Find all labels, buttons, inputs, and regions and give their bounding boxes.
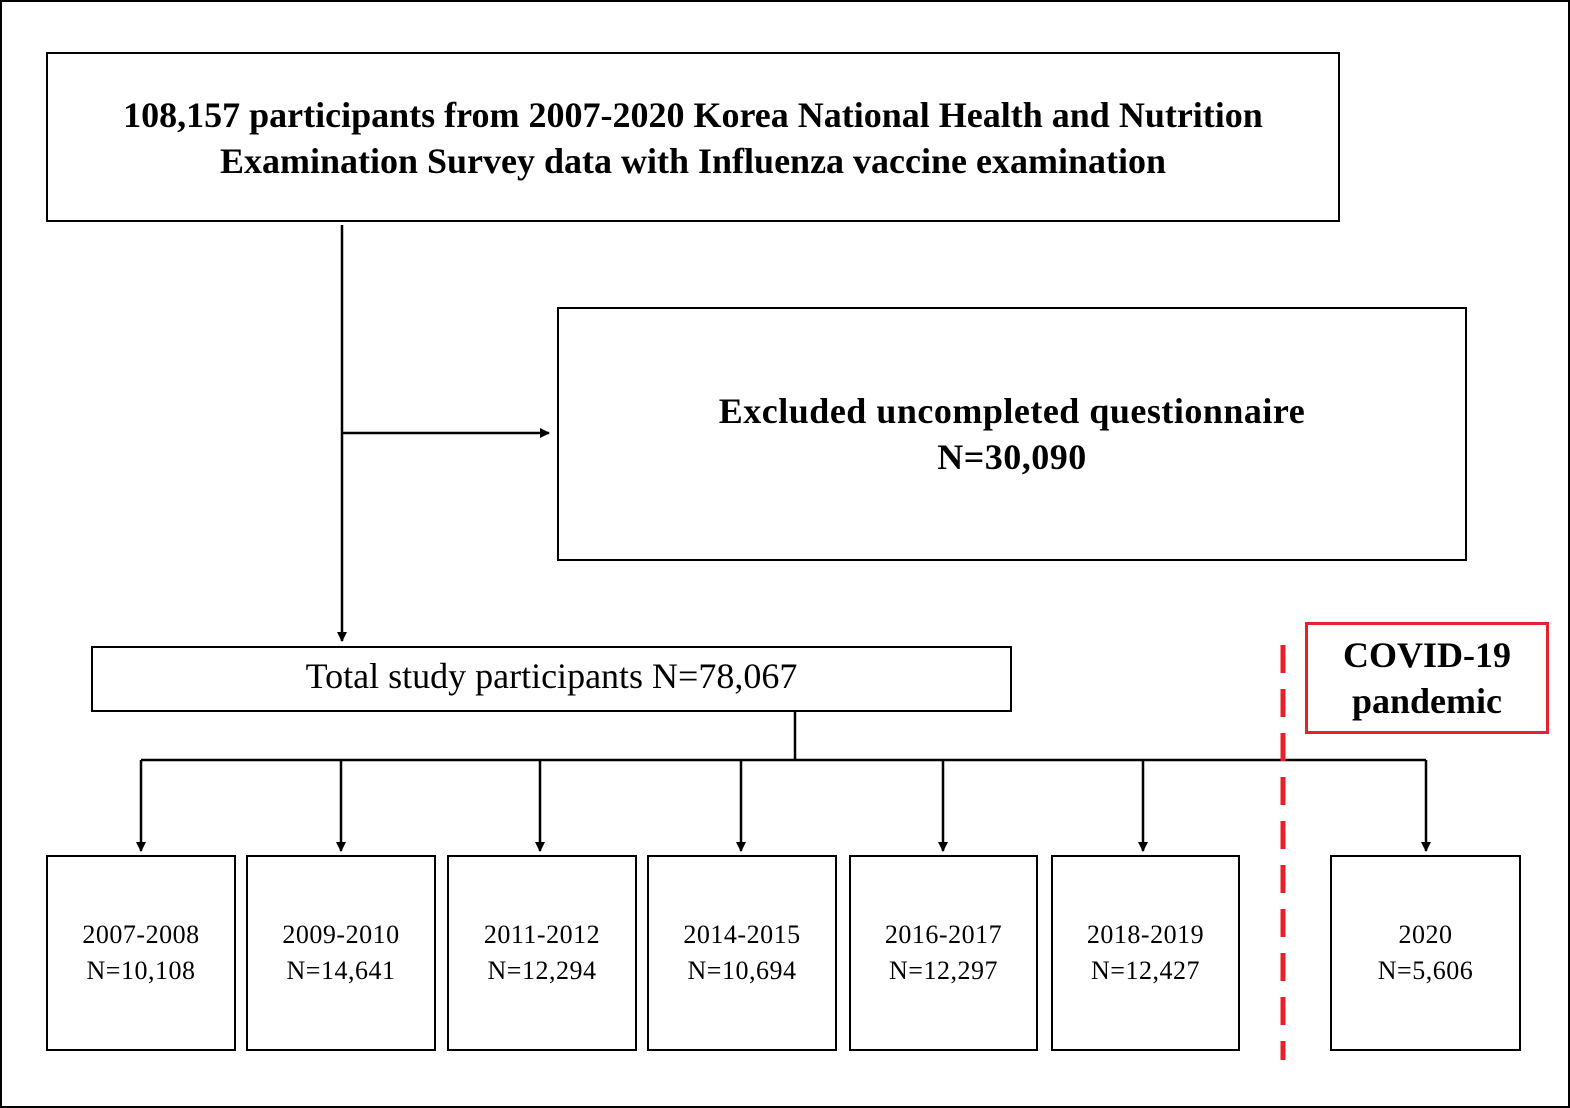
source-population-box: 108,157 participants from 2007-2020 Kore… <box>46 52 1340 222</box>
period-box-2011-2012: 2011-2012 N=12,294 <box>447 855 637 1051</box>
period-count: N=10,694 <box>687 956 797 985</box>
period-box-2014-2015: 2014-2015 N=10,694 <box>647 855 837 1051</box>
source-line-1: 108,157 participants from 2007-2020 Kore… <box>123 95 1263 135</box>
excluded-line-2: N=30,090 <box>937 437 1087 477</box>
period-years: 2009-2010 <box>282 920 400 949</box>
period-count: N=10,108 <box>86 956 196 985</box>
period-box-2009-2010: 2009-2010 N=14,641 <box>246 855 436 1051</box>
period-years: 2018-2019 <box>1086 920 1205 949</box>
period-box-2020: 2020 N=5,606 <box>1330 855 1521 1051</box>
period-years: 2007-2008 <box>82 920 200 949</box>
period-years: 2011-2012 <box>483 920 601 949</box>
covid-pandemic-label-box: COVID-19 pandemic <box>1305 622 1549 734</box>
source-line-2: Examination Survey data with Influenza v… <box>219 141 1167 181</box>
period-box-2007-2008: 2007-2008 N=10,108 <box>46 855 236 1051</box>
covid-line-2: pandemic <box>1351 681 1502 721</box>
period-box-2018-2019: 2018-2019 N=12,427 <box>1051 855 1240 1051</box>
period-count: N=12,294 <box>487 956 597 985</box>
period-count: N=5,606 <box>1377 956 1474 985</box>
period-years: 2016-2017 <box>884 920 1003 949</box>
period-count: N=12,297 <box>889 956 998 985</box>
excluded-line-1: Excluded uncompleted questionnaire <box>718 391 1306 431</box>
period-box-2016-2017: 2016-2017 N=12,297 <box>849 855 1038 1051</box>
period-years: 2020 <box>1398 920 1453 949</box>
period-years: 2014-2015 <box>683 920 801 949</box>
covid-line-1: COVID-19 <box>1343 635 1511 675</box>
total-label: Total study participants N=78,067 <box>305 656 798 696</box>
period-count: N=12,427 <box>1091 956 1200 985</box>
period-count: N=14,641 <box>286 956 396 985</box>
excluded-box: Excluded uncompleted questionnaire N=30,… <box>557 307 1467 561</box>
total-participants-box: Total study participants N=78,067 <box>91 646 1012 712</box>
